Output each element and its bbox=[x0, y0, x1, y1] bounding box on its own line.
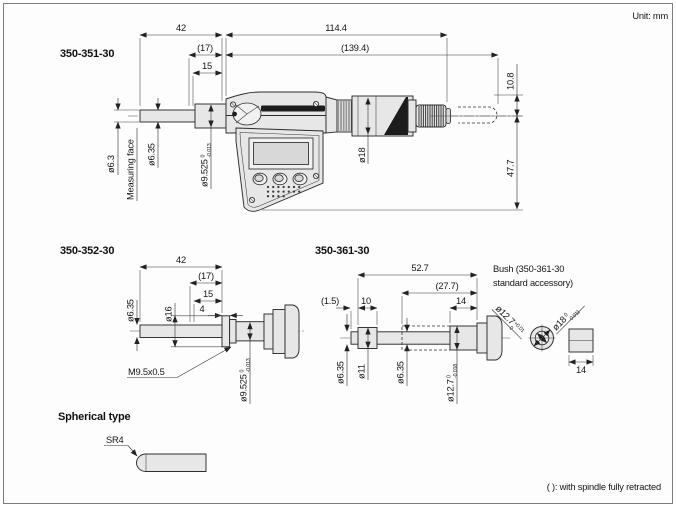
dim-dia6-35-a: ø6.35 bbox=[336, 361, 346, 384]
dim-dia11: ø11 bbox=[357, 364, 367, 379]
dim-dia9-525: ø9.525 0 -0.013 bbox=[239, 358, 253, 402]
flange bbox=[221, 315, 231, 348]
spindle bbox=[376, 331, 451, 345]
dim-15: 15 bbox=[203, 289, 213, 299]
svg-text:ø9.525: ø9.525 bbox=[239, 374, 249, 402]
dim-10-8: 10.8 bbox=[506, 73, 516, 90]
svg-text:ø12.7: ø12.7 bbox=[446, 379, 456, 402]
svg-text:0: 0 bbox=[563, 312, 569, 318]
spindle bbox=[139, 109, 196, 123]
thimble-wedge bbox=[384, 97, 408, 135]
dimensions: 42 (17) 15 4 ø6.35 ø16 M9.5x0.5 bbox=[126, 255, 253, 404]
dim-dia16: ø16 bbox=[164, 307, 174, 322]
body-partial bbox=[486, 315, 503, 361]
buttons bbox=[252, 172, 308, 186]
dim-14: 14 bbox=[456, 296, 466, 306]
retracted-spindle-dashed bbox=[458, 106, 498, 124]
model-label: 350-351-30 bbox=[60, 48, 114, 60]
dim-dia12-7: ø12.7 0 -0.018 bbox=[446, 364, 460, 402]
drawing-350-351-30: 350-351-30 bbox=[60, 23, 524, 212]
thread-label: M9.5x0.5 bbox=[128, 367, 165, 377]
spherical-rod bbox=[136, 453, 207, 472]
body-partial bbox=[284, 304, 300, 359]
ring bbox=[263, 313, 274, 350]
dimensions: 42 114.4 (17) (139.4) 15 10.8 47.7 bbox=[106, 23, 523, 211]
measuring-face-label: Measuring face bbox=[126, 139, 136, 200]
sr4-label: SR4 bbox=[106, 435, 124, 445]
svg-text:-0.013: -0.013 bbox=[246, 358, 252, 372]
dim-47-7: 47.7 bbox=[506, 160, 516, 177]
dim-dia6-3: ø6.3 bbox=[106, 155, 116, 173]
stem bbox=[194, 103, 227, 129]
dim-dia9-525: ø9.525 0 -0.013 bbox=[200, 143, 214, 187]
svg-text:-0.018: -0.018 bbox=[453, 364, 459, 378]
dim-dia18: ø18 bbox=[357, 148, 367, 163]
unit-label: Unit: mm bbox=[632, 11, 668, 21]
speaker-dots bbox=[266, 185, 301, 198]
dim-42: 42 bbox=[176, 255, 186, 265]
collar bbox=[357, 327, 378, 349]
svg-text:ø9.525: ø9.525 bbox=[200, 159, 210, 187]
spindle bbox=[139, 324, 223, 338]
dim-4: 4 bbox=[200, 304, 205, 314]
spherical-title: Spherical type bbox=[58, 411, 130, 423]
dim-17: (17) bbox=[198, 271, 214, 281]
thread-relief bbox=[229, 319, 237, 344]
dim-10: 10 bbox=[361, 296, 371, 306]
footnote: ( ): with spindle fully retracted bbox=[547, 482, 661, 492]
bush-label-line2: standard accessory) bbox=[493, 278, 573, 288]
bush-label-line1: Bush (350-361-30 bbox=[493, 264, 564, 274]
dim-15: 15 bbox=[202, 61, 212, 71]
screws bbox=[229, 100, 320, 204]
lcd-screen bbox=[253, 142, 309, 165]
dim-1-5: (1.5) bbox=[321, 296, 339, 306]
dim-dia6-35-b: ø6.35 bbox=[396, 361, 406, 384]
body-cylinder bbox=[272, 309, 286, 354]
model-label: 350-361-30 bbox=[315, 245, 369, 257]
thimble-neck bbox=[407, 99, 417, 133]
dim-42: 42 bbox=[176, 23, 186, 33]
sleeve-ticks bbox=[338, 101, 352, 131]
ring bbox=[476, 322, 488, 354]
sleeve-taper bbox=[325, 96, 338, 134]
clamp-fork bbox=[232, 102, 262, 126]
dim-dia6-35: ø6.35 bbox=[126, 299, 136, 322]
dim-139-4: (139.4) bbox=[341, 43, 369, 53]
svg-text:0: 0 bbox=[240, 370, 246, 373]
bush-dim-14: 14 bbox=[576, 365, 586, 375]
stem-cylinder bbox=[449, 325, 478, 351]
dim-114-4: 114.4 bbox=[325, 23, 347, 33]
svg-text:0: 0 bbox=[447, 375, 453, 378]
dim-52-7: 52.7 bbox=[411, 263, 428, 273]
drawing-350-352-30: 350-352-30 42 (17) 15 4 ø6.35 bbox=[60, 245, 305, 404]
dim-dia6-35: ø6.35 bbox=[147, 143, 157, 166]
dim-17: (17) bbox=[197, 43, 213, 53]
drawing-350-361-30: 350-361-30 52.7 (27.7) (1.5) 10 14 bbox=[315, 245, 512, 404]
model-label: 350-352-30 bbox=[60, 245, 114, 257]
dimensions: 52.7 (27.7) (1.5) 10 14 ø6.35 ø bbox=[321, 263, 478, 404]
frame-slot bbox=[261, 105, 325, 112]
sheet-border bbox=[3, 3, 673, 504]
dim-27-7: (27.7) bbox=[435, 281, 458, 291]
svg-text:0: 0 bbox=[201, 155, 207, 158]
svg-text:-0.013: -0.013 bbox=[207, 143, 213, 157]
measuring-tip bbox=[350, 331, 359, 345]
spherical-type: Spherical type SR4 bbox=[58, 411, 207, 472]
